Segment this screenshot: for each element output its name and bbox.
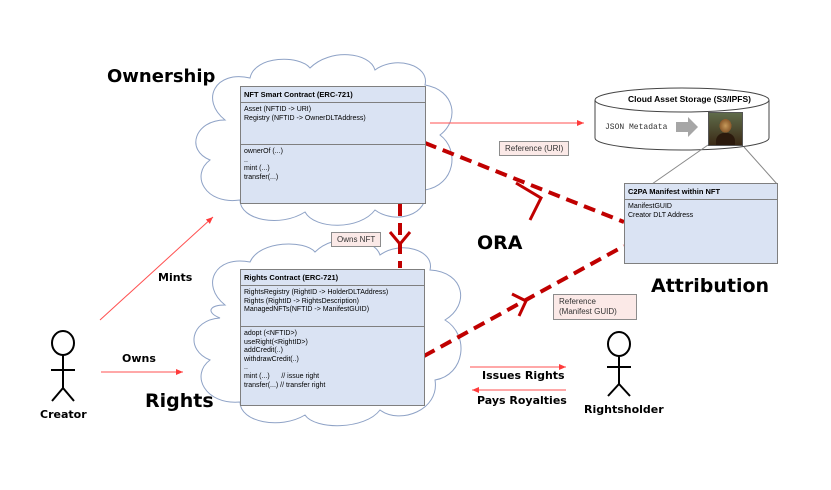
callout-line-right: [743, 146, 778, 185]
rights-method: mint (...) // issue right: [244, 372, 320, 380]
rights-method: addCredit(..): [244, 347, 283, 355]
rightsholder-label: Rightsholder: [584, 403, 664, 416]
nft-contract-title: NFT Smart Contract (ERC-721): [241, 87, 425, 103]
mints-label: Mints: [158, 271, 193, 284]
ora-heading: ORA: [477, 232, 523, 254]
manifest-attribute: Creator DLT Address: [628, 211, 694, 219]
reference-manifest-line1: Reference: [559, 297, 596, 306]
storage-title: Cloud Asset Storage (S3/IPFS): [628, 94, 751, 104]
rights-heading: Rights: [145, 390, 214, 412]
rights-contract-title: Rights Contract (ERC-721): [241, 270, 424, 286]
nft-to-manifest-dashed-arrow: [424, 141, 625, 224]
arrowhead-icon: [515, 181, 543, 221]
reference-uri-label: Reference (URI): [499, 141, 570, 156]
c2pa-manifest-title: C2PA Manifest within NFT: [625, 184, 777, 200]
gray-arrow-icon: [676, 117, 698, 137]
rights-method: withdrawCredit(..): [244, 355, 299, 363]
rights-contract-methods: adopt (<NFTID>) useRight(<RightID>) addC…: [241, 327, 424, 393]
nft-method: ownerOf (...): [244, 148, 283, 155]
rights-attribute: ManagedNFTs(NFTID -> ManifestGUID): [244, 306, 370, 314]
pays-royalties-label: Pays Royalties: [477, 394, 567, 407]
rights-contract-attributes: RightsRegistry (RightID -> HolderDLTAddr…: [241, 286, 424, 327]
json-metadata-label: JSON Metadata: [605, 123, 668, 132]
nft-method: mint (...): [244, 165, 270, 173]
c2pa-manifest-box: C2PA Manifest within NFT ManifestGUID Cr…: [624, 183, 778, 264]
owns-nft-label: Owns NFT: [331, 232, 382, 247]
attribution-heading: Attribution: [651, 275, 770, 297]
nft-attribute: Asset (NFTID -> URI): [244, 106, 312, 113]
nft-method: transfer(...): [244, 173, 279, 181]
rights-method: ..: [244, 364, 248, 372]
rightsholder-stick-figure-icon: [607, 331, 631, 397]
creator-stick-figure-icon: [51, 330, 75, 402]
arrowhead-icon: [388, 231, 412, 247]
arrowhead-icon: [511, 292, 528, 317]
mona-lisa-image: [708, 112, 743, 146]
rights-method: transfer(...) // transfer right: [244, 381, 326, 389]
rights-attribute: Rights (RightID -> RightsDescription): [244, 297, 359, 305]
creator-label: Creator: [40, 408, 87, 421]
callout-line-left: [651, 144, 709, 185]
rights-method: adopt (<NFTID>): [244, 330, 297, 337]
owns-label: Owns: [122, 352, 156, 365]
manifest-attribute: ManifestGUID: [628, 203, 672, 210]
rights-attribute: RightsRegistry (RightID -> HolderDLTAddr…: [244, 289, 389, 296]
nft-contract-attributes: Asset (NFTID -> URI) Registry (NFTID -> …: [241, 103, 425, 145]
nft-method: ..: [244, 156, 248, 164]
rights-contract-box: Rights Contract (ERC-721) RightsRegistry…: [240, 269, 425, 406]
nft-attribute: Registry (NFTID -> OwnerDLTAddress): [244, 114, 366, 122]
c2pa-manifest-attributes: ManifestGUID Creator DLT Address: [625, 200, 777, 223]
mints-arrow: [99, 216, 214, 321]
nft-smart-contract-box: NFT Smart Contract (ERC-721) Asset (NFTI…: [240, 86, 426, 204]
rights-method: useRight(<RightID>): [244, 338, 308, 346]
ownership-heading: Ownership: [107, 66, 216, 87]
issues-rights-label: Issues Rights: [482, 369, 565, 382]
reference-manifest-line2: (Manifest GUID): [559, 307, 617, 316]
nft-contract-methods: ownerOf (...) .. mint (...) transfer(...…: [241, 145, 425, 185]
reference-manifest-label: Reference (Manifest GUID): [553, 294, 637, 320]
